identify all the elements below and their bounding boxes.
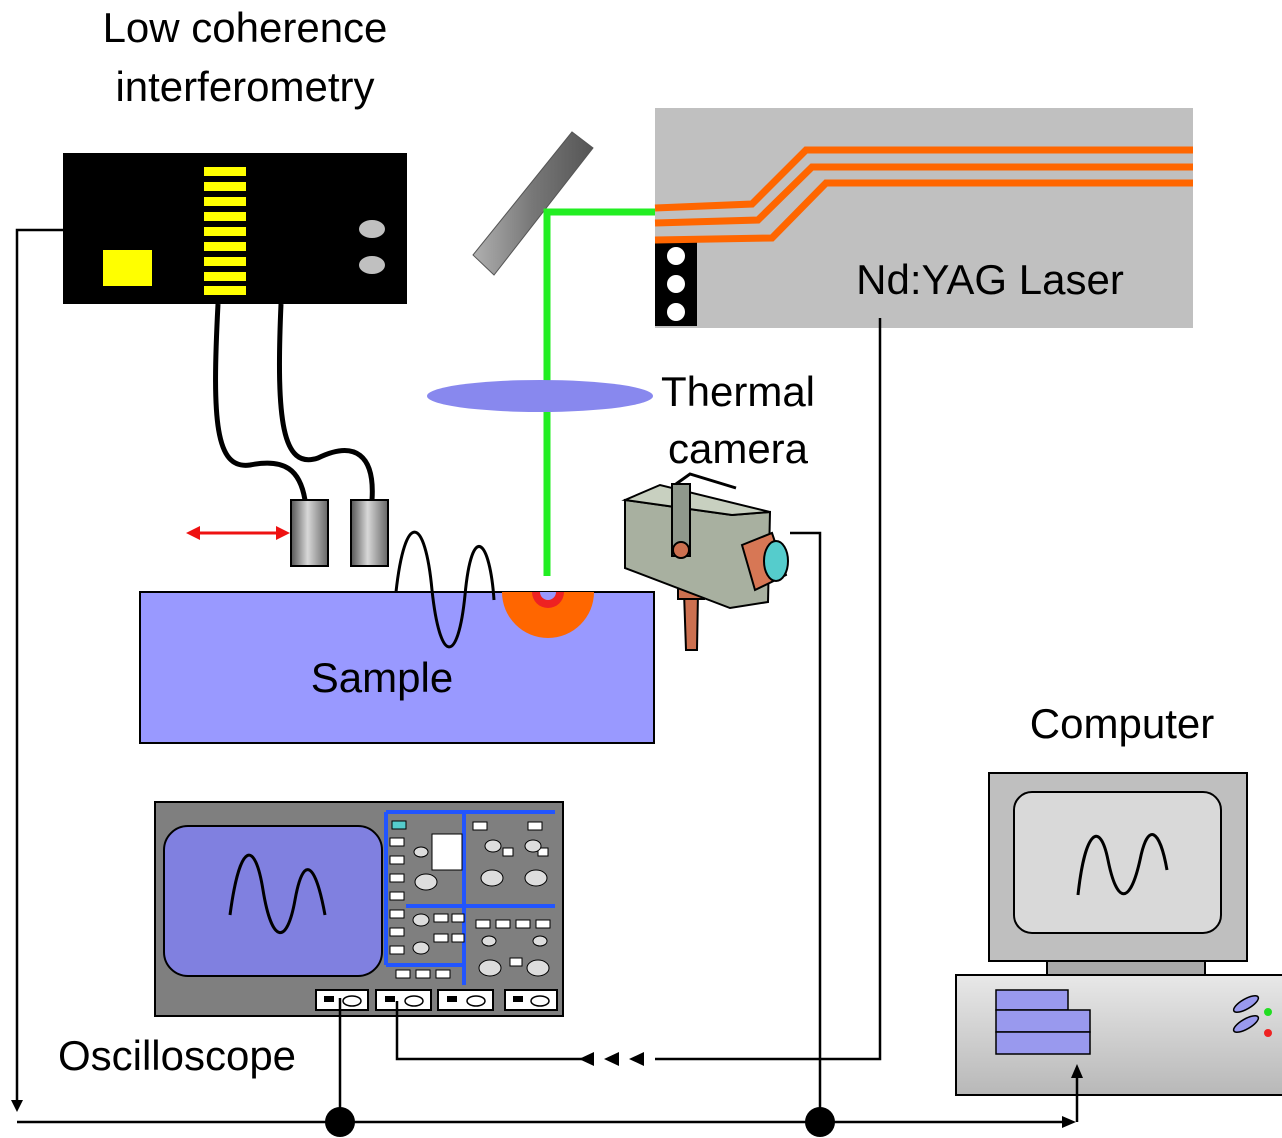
lci-title-line1: Low coherence [103,4,388,51]
thermal-camera-label-line1: Thermal [661,368,815,415]
computer-icon [955,772,1282,1096]
lci-instrument [63,153,407,304]
computer-screen [1013,791,1222,934]
computer-waveform [1076,833,1169,896]
oscilloscope-channel-inputs [315,989,558,1011]
laser-beam [543,208,655,576]
lci-title-line2: interferometry [115,63,374,110]
lci-indicator [103,250,152,286]
signal-wiring [15,228,1079,1124]
oscilloscope-icon [154,801,564,1017]
oscilloscope-waveform [228,853,327,935]
oscilloscope-label: Oscilloscope [58,1032,296,1079]
oscilloscope-bus-lines [384,810,555,985]
wiring-arrowheads [11,1052,1083,1128]
probe-icon-2 [350,499,389,567]
lens-icon [427,380,653,412]
computer-label: Computer [1030,700,1214,747]
sample-label: Sample [311,654,453,701]
lci-knob-bottom [359,256,385,274]
laser-fibers [654,146,1193,244]
fiber-cable-2 [276,303,375,501]
heat-zone [502,592,594,638]
thermal-camera-label-line2: camera [668,425,809,472]
oscilloscope-knobs [412,839,550,977]
oscilloscope-buttons [389,821,551,979]
junction-dot-icon-2 [805,1107,835,1137]
lci-display-bars [204,167,246,295]
junction-dot-icon [325,1107,355,1137]
oscilloscope-indicator [391,820,407,830]
thermal-camera-icon [621,472,789,651]
acoustic-wave [394,530,496,649]
laser-label: Nd:YAG Laser [856,256,1124,303]
probe-icon [290,499,329,567]
mirror-icon [472,131,594,276]
fiber-cable-1 [213,303,308,501]
oscilloscope-screen [163,825,383,977]
probe-motion-arrow [186,526,290,540]
heat-center [540,592,556,600]
nd-yag-laser [654,108,1193,328]
lci-knob-top [359,220,385,238]
